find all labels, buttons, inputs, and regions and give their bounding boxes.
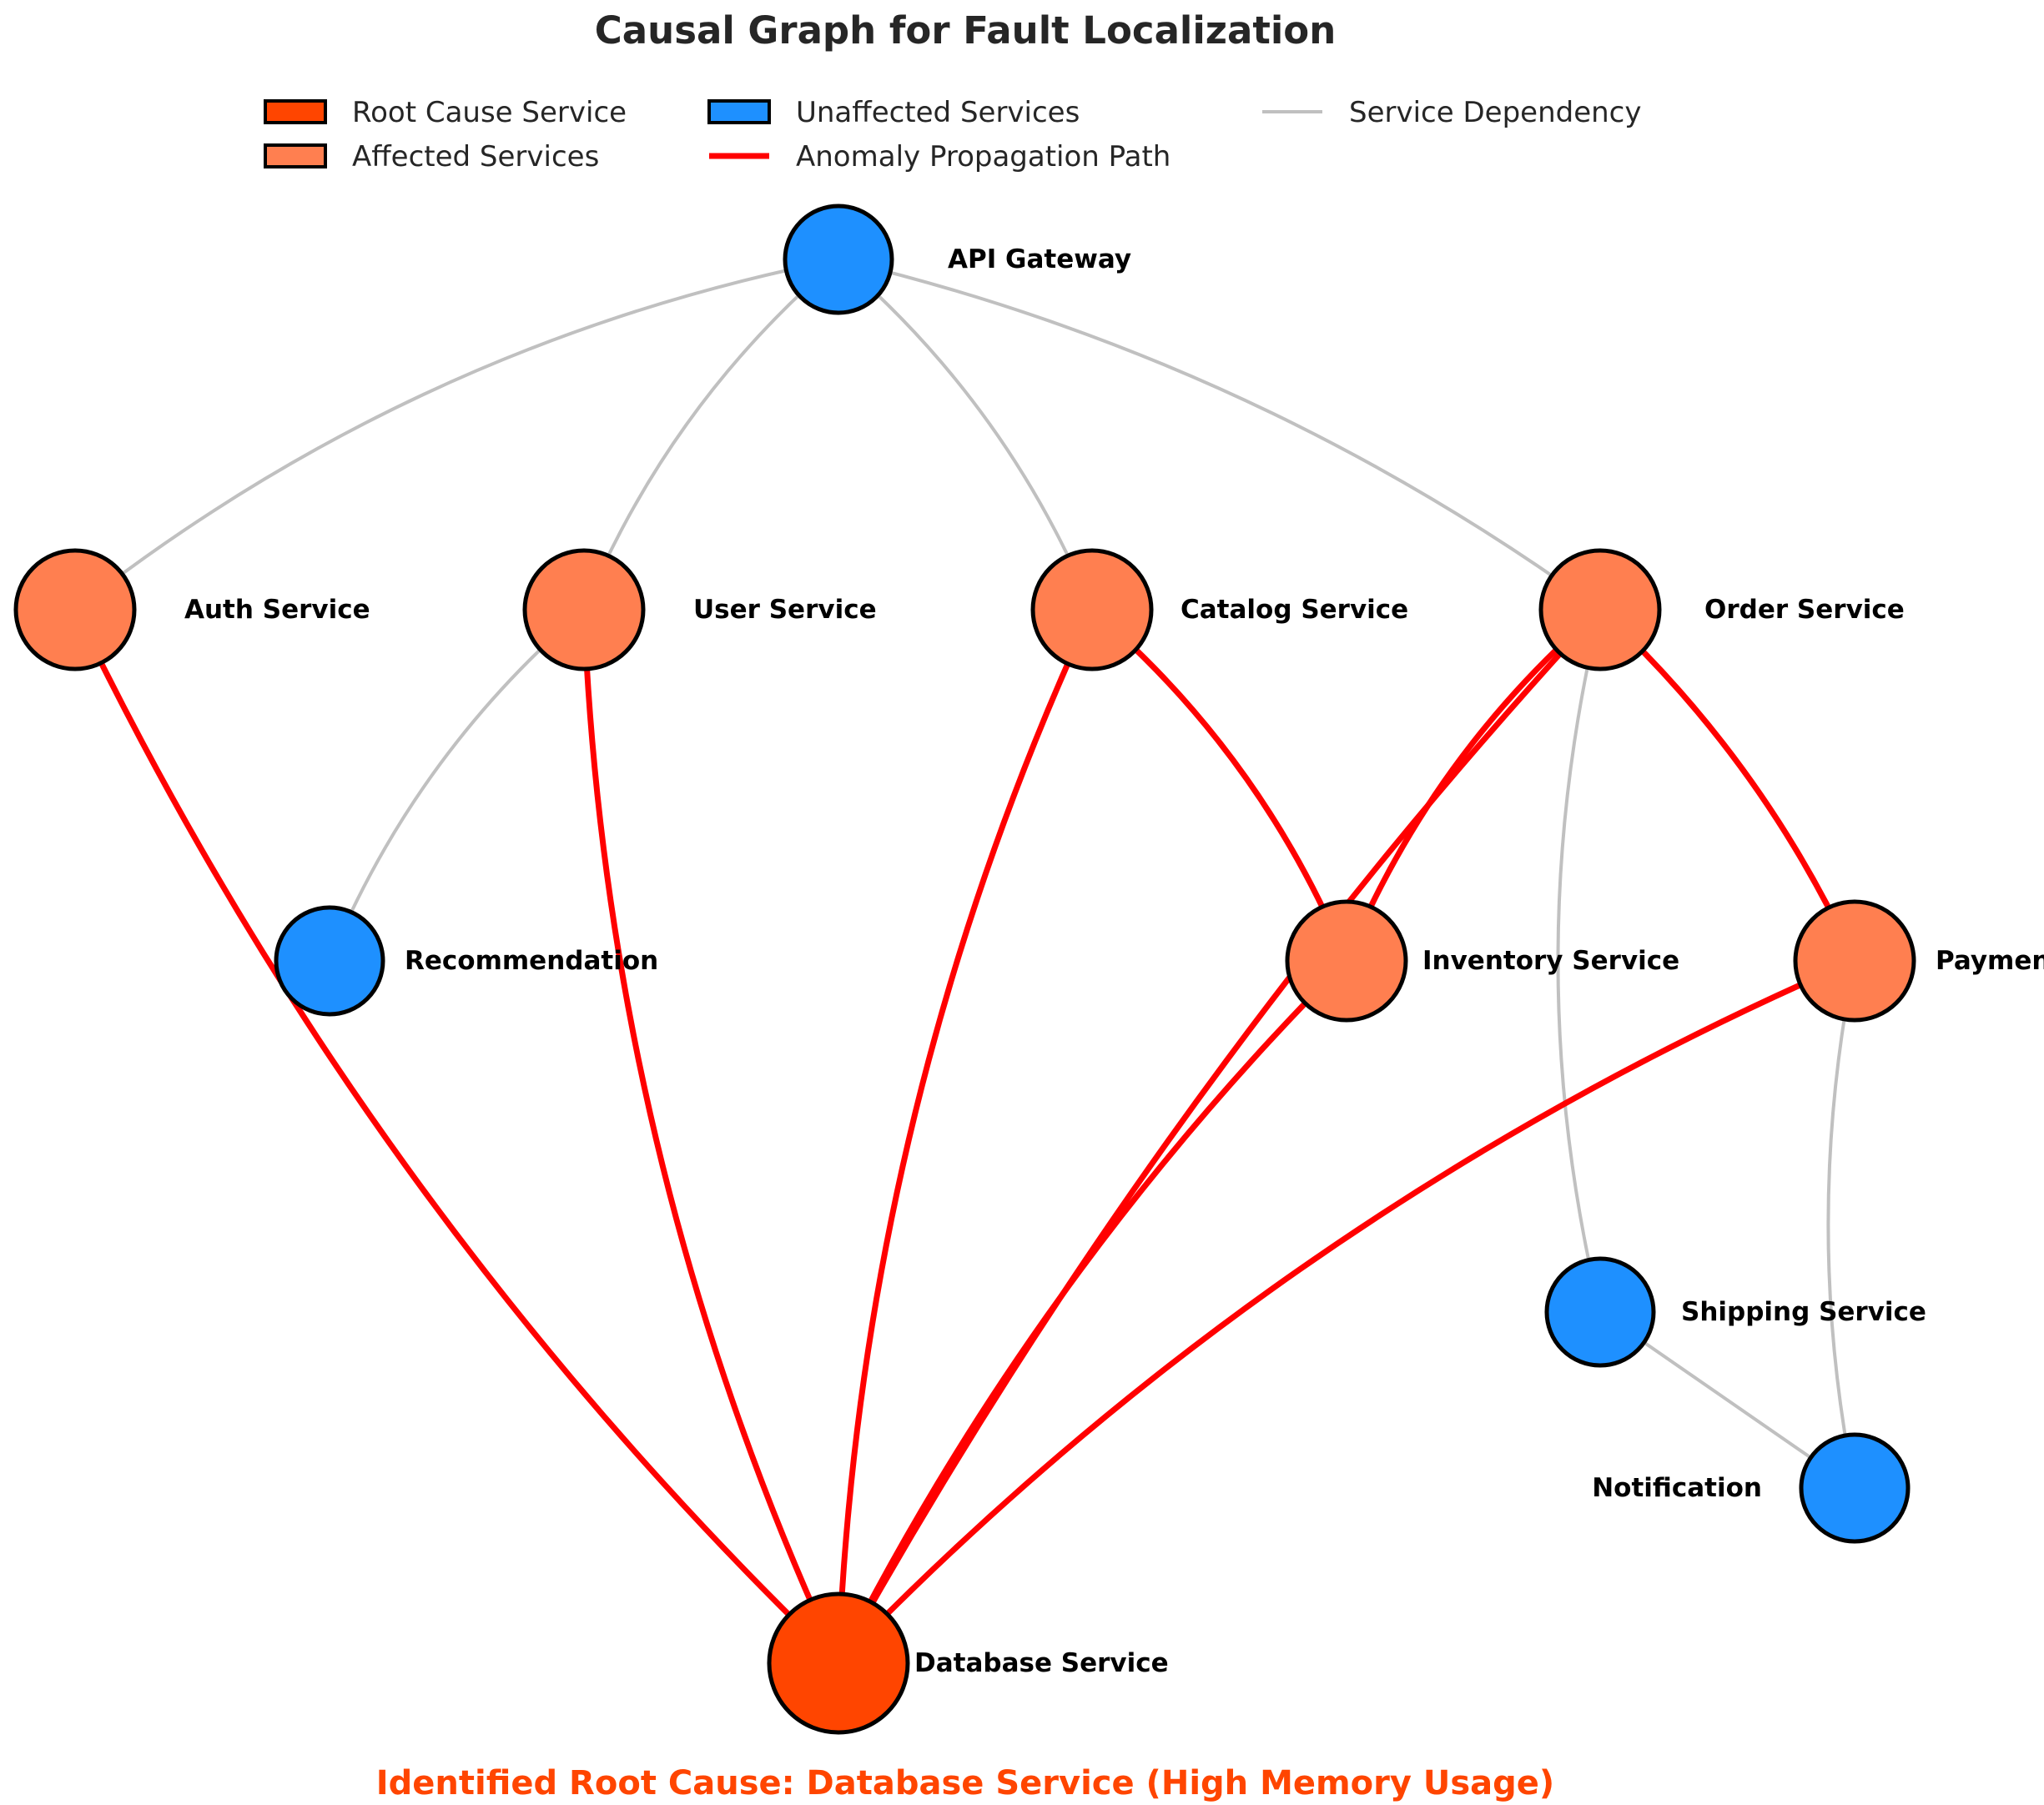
- legend-label-dependency: Service Dependency: [1349, 96, 1641, 129]
- node-payment[interactable]: Payment Service: [1793, 899, 2044, 1023]
- propagation-edge-order-payment: [1597, 606, 1858, 964]
- legend-label-propagation: Anomaly Propagation Path: [796, 140, 1171, 173]
- node-circle-database[interactable]: [767, 1591, 910, 1735]
- legend-swatch-root-cause: [264, 99, 327, 124]
- legend-label-unaffected: Unaffected Services: [796, 96, 1080, 129]
- node-auth[interactable]: Auth Service: [13, 548, 370, 671]
- dependency-edge-order-shipping: [1556, 608, 1602, 1314]
- node-database[interactable]: Database Service: [767, 1591, 1169, 1735]
- dependency-edge-api-catalog: [837, 258, 1094, 611]
- node-label-payment: Payment Service: [1936, 946, 2044, 976]
- propagation-edge-order-database: [835, 606, 1603, 1667]
- node-shipping[interactable]: Shipping Service: [1544, 1256, 1926, 1368]
- node-label-shipping: Shipping Service: [1681, 1297, 1926, 1327]
- legend-swatch-unaffected: [707, 99, 771, 124]
- propagation-edge-catalog-database: [835, 606, 1095, 1667]
- node-circle-shipping[interactable]: [1544, 1256, 1656, 1368]
- node-circle-inventory[interactable]: [1285, 899, 1408, 1023]
- node-api[interactable]: API Gateway: [783, 204, 1131, 315]
- edges-layer: [72, 258, 1858, 1667]
- propagation-edge-inventory-database: [835, 958, 1350, 1667]
- node-label-api: API Gateway: [948, 244, 1131, 274]
- node-label-database: Database Service: [914, 1648, 1169, 1678]
- propagation-edge-payment-database: [835, 958, 1858, 1667]
- node-label-catalog: Catalog Service: [1181, 595, 1408, 625]
- diagram-title: Causal Graph for Fault Localization: [595, 8, 1336, 53]
- node-inventory[interactable]: Inventory Service: [1285, 899, 1679, 1023]
- propagation-edge-catalog-inventory: [1089, 606, 1350, 964]
- node-circle-catalog[interactable]: [1030, 548, 1154, 671]
- legend-label-root-cause: Root Cause Service: [352, 96, 627, 129]
- node-circle-user[interactable]: [522, 548, 646, 671]
- dependency-edge-payment-notification: [1826, 959, 1856, 1490]
- node-circle-order[interactable]: [1538, 548, 1662, 671]
- node-notification[interactable]: Notification: [1592, 1432, 1911, 1544]
- propagation-edge-order-inventory: [1343, 606, 1603, 964]
- node-order[interactable]: Order Service: [1538, 548, 1905, 671]
- legend: Root Cause Service Affected Services Una…: [264, 96, 1641, 173]
- node-label-notification: Notification: [1592, 1473, 1762, 1503]
- node-circle-auth[interactable]: [13, 548, 137, 671]
- node-catalog[interactable]: Catalog Service: [1030, 548, 1408, 671]
- node-user[interactable]: User Service: [522, 548, 877, 671]
- node-recommendation[interactable]: Recommendation: [274, 905, 658, 1017]
- dependency-edge-user-recommendation: [328, 608, 586, 963]
- legend-label-affected: Affected Services: [352, 140, 599, 173]
- node-circle-payment[interactable]: [1793, 899, 1916, 1023]
- node-label-inventory: Inventory Service: [1422, 946, 1679, 976]
- node-label-user: User Service: [693, 595, 877, 625]
- root-cause-footer: Identified Root Cause: Database Service …: [376, 1764, 1554, 1802]
- node-circle-notification[interactable]: [1799, 1432, 1911, 1544]
- node-circle-api[interactable]: [783, 204, 894, 315]
- node-label-auth: Auth Service: [184, 595, 370, 625]
- node-label-recommendation: Recommendation: [405, 946, 658, 976]
- node-label-order: Order Service: [1704, 595, 1905, 625]
- dependency-edge-api-order: [837, 258, 1602, 611]
- dependency-edge-api-auth: [73, 258, 840, 611]
- propagation-edge-auth-database: [72, 606, 842, 1667]
- dependency-edge-api-user: [582, 258, 840, 611]
- propagation-edge-user-database: [581, 606, 842, 1667]
- legend-swatch-affected: [264, 143, 327, 168]
- node-circle-recommendation[interactable]: [274, 905, 385, 1017]
